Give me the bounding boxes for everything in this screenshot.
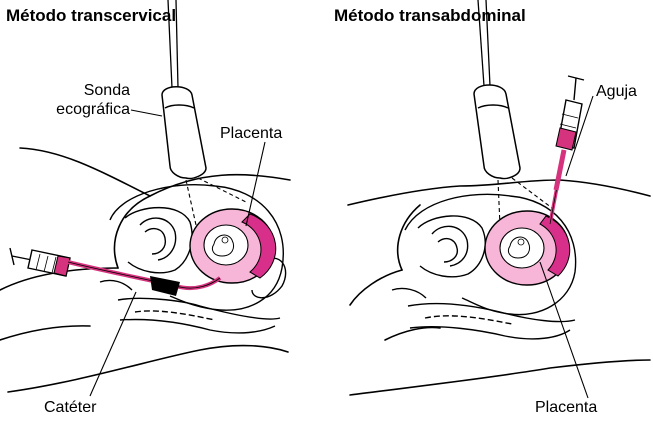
right-body-outline — [348, 180, 650, 395]
right-uterus — [485, 211, 570, 285]
right-ultrasound-probe — [474, 0, 520, 179]
label-placenta-right: Placenta — [535, 398, 597, 417]
right-panel-title: Método transabdominal — [334, 6, 526, 26]
label-needle: Aguja — [596, 82, 637, 101]
left-ultrasound-probe — [162, 0, 206, 178]
label-probe-line2: ecográfica — [56, 100, 130, 119]
label-placenta-left: Placenta — [220, 124, 282, 143]
label-probe-line1: Sonda — [84, 81, 130, 100]
left-panel-title: Método transcervical — [6, 6, 176, 26]
right-needle-syringe — [550, 76, 584, 224]
left-uterus — [190, 209, 276, 283]
label-catheter: Catéter — [44, 398, 96, 417]
